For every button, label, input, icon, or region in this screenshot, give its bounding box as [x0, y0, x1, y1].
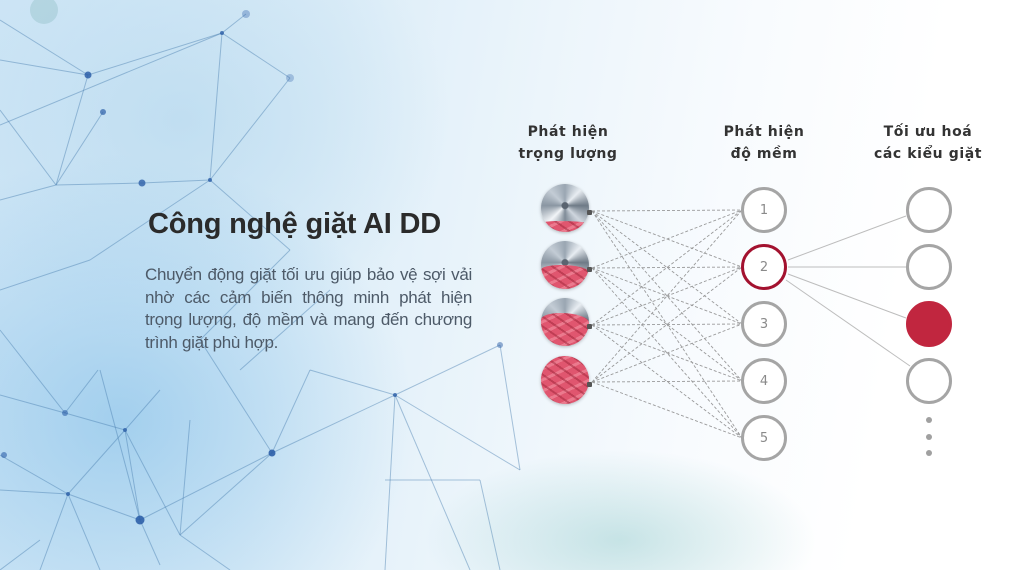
drum-icon — [541, 184, 589, 232]
wash-mode-node-2 — [906, 244, 952, 290]
wash-mode-node-3-selected — [906, 301, 952, 347]
wash-mode-node-4 — [906, 358, 952, 404]
softness-node-5: 5 — [741, 415, 787, 461]
softness-node-1: 1 — [741, 187, 787, 233]
wash-mode-node-1 — [906, 187, 952, 233]
load-sensor-node-2 — [541, 241, 592, 289]
column-label-wash-optimization: Tối ưu hoá các kiểu giặt — [873, 124, 983, 162]
drum-icon — [541, 356, 589, 404]
page-title: Công nghệ giặt AI DD — [148, 208, 441, 240]
description-text: Chuyển động giặt tối ưu giúp bảo vệ sợi … — [145, 265, 472, 352]
drum-icon — [541, 241, 589, 289]
load-sensor-node-3 — [541, 298, 592, 346]
load-sensor-node-4 — [541, 356, 592, 404]
softness-node-3: 3 — [741, 301, 787, 347]
column-label-weight-detection: Phát hiện trọng lượng — [518, 124, 618, 162]
softness-node-2-active: 2 — [741, 244, 787, 290]
drum-icon — [541, 298, 589, 346]
softness-node-4: 4 — [741, 358, 787, 404]
column-label-softness-detection: Phát hiện độ mềm — [723, 124, 805, 162]
load-sensor-node-1 — [541, 184, 592, 232]
